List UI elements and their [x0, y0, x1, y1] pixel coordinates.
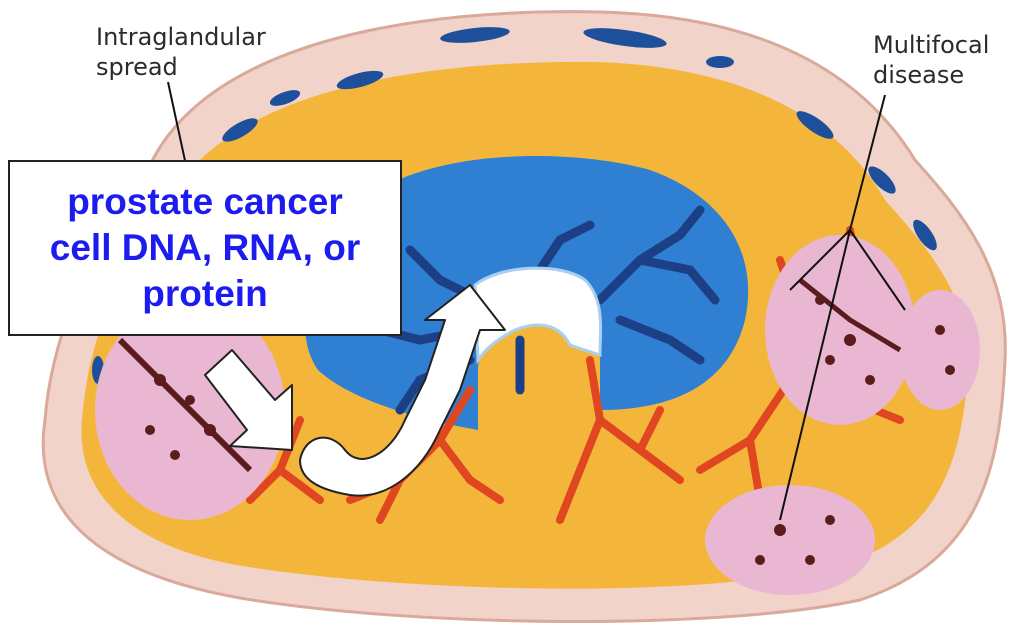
multifocal-line2: disease: [873, 60, 989, 90]
callout-line2: cell DNA, RNA, or: [50, 225, 360, 271]
intraglandular-spread-label: Intraglandular spread: [96, 22, 266, 82]
callout-line3: protein: [142, 271, 267, 317]
intraglandular-line2: spread: [96, 52, 266, 82]
callout-line1: prostate cancer: [67, 179, 343, 225]
intraglandular-line1: Intraglandular: [96, 22, 266, 52]
multifocal-disease-label: Multifocal disease: [873, 30, 989, 90]
multifocal-line1: Multifocal: [873, 30, 989, 60]
callout-box: prostate cancer cell DNA, RNA, or protei…: [8, 160, 402, 336]
